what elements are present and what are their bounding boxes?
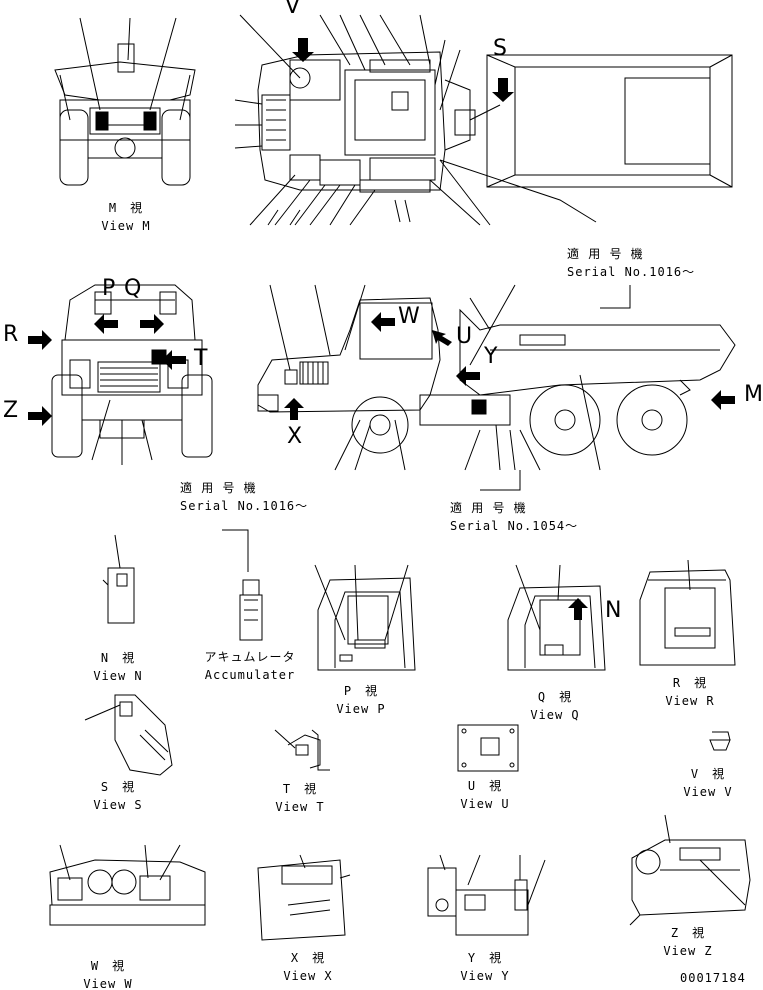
serial-middle-en: Serial No.1054～ <box>450 519 579 533</box>
view-q-drawing <box>507 564 606 671</box>
view-t-label-jp: T 視 <box>282 782 318 796</box>
view-p-label-jp: P 視 <box>343 684 379 698</box>
serial-middle-jp: 適 用 号 機 <box>450 501 527 515</box>
letter-m: M <box>744 382 763 407</box>
view-t-label-en: View T <box>275 800 325 814</box>
serial-left-jp: 適 用 号 機 <box>180 481 257 495</box>
view-x-drawing <box>257 854 351 941</box>
arrow-m <box>711 390 735 410</box>
view-m-label-jp: M 視 <box>108 201 144 215</box>
view-y-label-jp: Y 視 <box>467 951 503 965</box>
view-z-label-en: View Z <box>663 944 713 958</box>
view-z-label-jp: Z 視 <box>670 926 706 940</box>
letter-t: T <box>194 346 208 371</box>
view-n-label-en: View N <box>93 669 143 683</box>
arrow-p <box>94 314 118 334</box>
view-u-label-jp: U 視 <box>467 779 503 793</box>
serial-left-en: Serial No.1016～ <box>180 499 309 513</box>
view-y-drawing <box>427 854 546 936</box>
letter-y: Y <box>484 344 498 369</box>
view-t-drawing <box>274 729 330 771</box>
view-u-label-en: View U <box>460 797 510 811</box>
arrow-q <box>140 314 164 334</box>
view-r-label-jp: R 視 <box>672 676 708 690</box>
view-m-drawing <box>54 17 196 186</box>
view-p-label-en: View P <box>336 702 386 716</box>
view-n-drawing <box>102 534 135 624</box>
arrow-v <box>292 38 314 62</box>
view-r-drawing <box>639 559 736 666</box>
view-w-label-jp: W 視 <box>90 959 126 973</box>
view-r-label-en: View R <box>665 694 715 708</box>
letter-x: X <box>287 424 303 449</box>
arrow-u <box>432 330 452 346</box>
letter-z: Z <box>3 398 19 423</box>
view-s-label-jp: S 視 <box>100 780 136 794</box>
letter-n: N <box>605 598 622 623</box>
arrow-y <box>456 366 480 386</box>
accumulator-label-jp: アキュムレータ <box>204 650 296 664</box>
view-q-label-en: View Q <box>530 708 580 722</box>
view-m-label-en: View M <box>101 219 151 233</box>
view-n-label-jp: N 視 <box>100 651 136 665</box>
view-z-drawing <box>629 814 751 926</box>
arrow-x <box>284 398 304 420</box>
letter-u: U <box>456 324 473 349</box>
letter-v: V <box>285 0 301 19</box>
arrow-s <box>492 78 514 102</box>
view-w-label-en: View W <box>83 977 133 990</box>
accumulator-label-en: Accumulater <box>204 668 296 682</box>
arrow-r <box>28 330 52 350</box>
view-x-label-en: View X <box>283 969 333 983</box>
accumulator-drawing <box>222 529 263 641</box>
letter-r: R <box>3 322 19 347</box>
view-u-drawing <box>457 724 519 772</box>
front-view-drawing <box>51 284 213 465</box>
arrow-z <box>28 406 52 426</box>
arrow-w <box>371 312 395 332</box>
letter-w: W <box>398 304 420 329</box>
view-s-drawing <box>84 694 173 776</box>
letter-p: P <box>102 276 116 301</box>
view-p-drawing <box>314 564 416 671</box>
letter-s: S <box>493 36 507 61</box>
arrow-t <box>162 350 186 370</box>
drawing-number: 00017184 <box>680 971 746 985</box>
view-v-label-jp: V 視 <box>690 767 726 781</box>
arrow-n <box>568 598 588 620</box>
view-x-label-jp: X 視 <box>290 951 326 965</box>
letter-q: Q <box>124 276 142 301</box>
view-y-label-en: View Y <box>460 969 510 983</box>
view-s-label-en: View S <box>93 798 143 812</box>
view-w-drawing <box>49 844 206 926</box>
serial-brackets <box>222 285 631 531</box>
serial-top-en: Serial No.1016～ <box>567 265 696 279</box>
view-q-label-jp: Q 視 <box>537 690 573 704</box>
view-v-drawing <box>709 731 731 751</box>
view-v-label-en: View V <box>683 785 733 799</box>
side-view-drawing <box>257 284 736 471</box>
top-view-drawing <box>234 14 733 226</box>
serial-top-jp: 適 用 号 機 <box>567 247 644 261</box>
direction-arrows <box>28 38 735 620</box>
